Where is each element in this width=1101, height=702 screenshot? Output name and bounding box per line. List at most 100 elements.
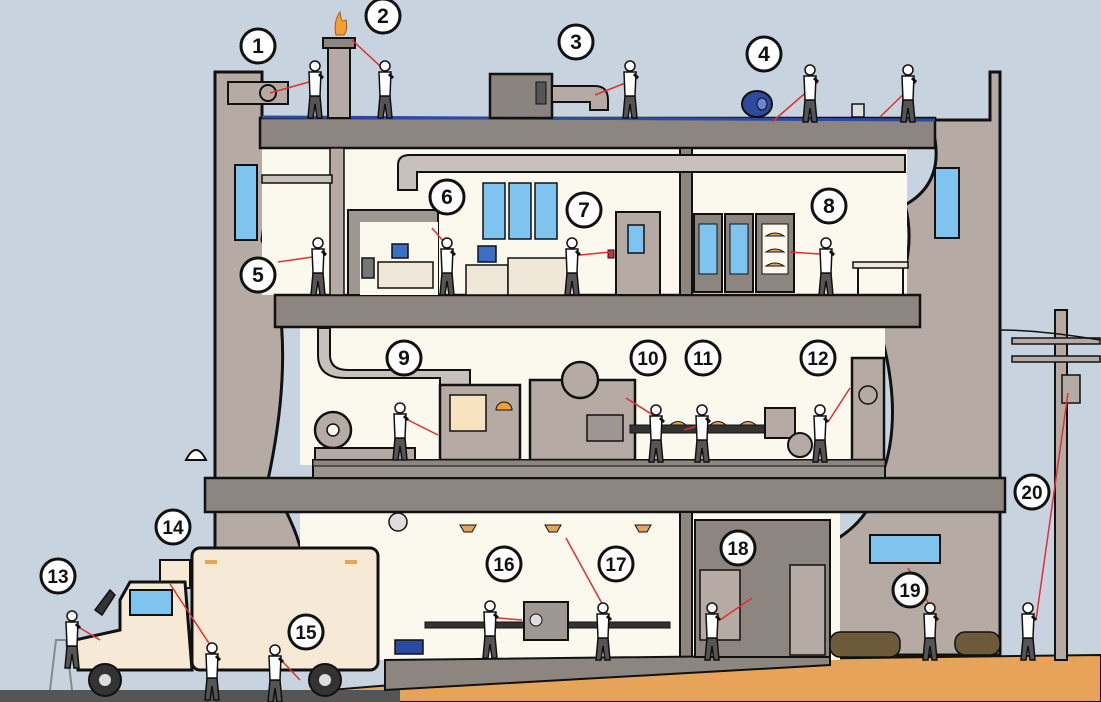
- callout-number: 7: [578, 199, 590, 222]
- person-legs: [648, 439, 664, 463]
- person-body: [803, 75, 817, 101]
- person-head: [309, 60, 321, 72]
- wall-fan: [388, 512, 408, 532]
- person-legs: [802, 99, 818, 123]
- person-body: [311, 248, 325, 274]
- laser-thermometer-beam: [79, 627, 101, 641]
- callout-number: 13: [47, 567, 68, 588]
- main-duct: [397, 154, 906, 191]
- inspector-person: [351, 39, 395, 119]
- person-legs: [595, 637, 611, 661]
- callout-circle: [239, 256, 277, 294]
- window-right: [934, 167, 960, 239]
- person-legs: [482, 635, 498, 659]
- packer-tension: [764, 407, 796, 439]
- callout-number: 6: [441, 186, 453, 209]
- person-body: [649, 415, 663, 441]
- callout-number: 10: [637, 349, 658, 370]
- callout-circle: [1013, 473, 1051, 511]
- freezer-room: [693, 213, 909, 295]
- basement-floor: [384, 653, 831, 692]
- freezer-food: [764, 232, 786, 267]
- chimney-cap: [322, 37, 356, 49]
- callout-marker-8: 8: [810, 187, 848, 225]
- person-legs: [310, 272, 326, 296]
- callout-marker-10: 10: [629, 339, 667, 377]
- lab-monitor: [477, 245, 497, 263]
- inspector-person: [64, 610, 101, 669]
- callout-marker-2: 2: [364, 0, 402, 35]
- inspector-person: [594, 60, 640, 119]
- person-body: [596, 613, 610, 639]
- callout-number: 4: [758, 43, 770, 66]
- callout-circle: [745, 35, 783, 73]
- callout-marker-5: 5: [239, 256, 277, 294]
- flame-icon: [334, 10, 348, 36]
- production-line: [312, 356, 886, 467]
- laser-thermometer-beam: [282, 661, 301, 681]
- callout-circle: [39, 557, 77, 595]
- chimney: [327, 44, 351, 119]
- callout-circle: [597, 545, 635, 583]
- boxes: [394, 639, 424, 655]
- vent-fan: [259, 84, 277, 102]
- person-legs: [812, 439, 828, 463]
- delivery-truck: [49, 546, 380, 697]
- person-legs: [392, 437, 408, 461]
- callout-number: 19: [899, 581, 920, 602]
- shrub-2: [954, 631, 1001, 656]
- person-arm: [492, 612, 500, 620]
- breaker-cabinet: [789, 564, 826, 656]
- person-arm: [704, 416, 712, 424]
- basement: [184, 449, 1001, 658]
- callout-number: 8: [823, 195, 835, 218]
- callout-circle: [629, 339, 667, 377]
- hvac-duct: [551, 85, 609, 111]
- callout-circle: [719, 529, 757, 567]
- person-head: [706, 602, 718, 614]
- person-body: [623, 71, 637, 97]
- office: [347, 209, 661, 296]
- callout-number: 18: [727, 539, 748, 560]
- laser-thermometer-beam: [719, 597, 753, 621]
- callout-marker-14: 14: [154, 508, 192, 546]
- office-chair: [361, 257, 375, 279]
- roof-equipment: [227, 10, 865, 120]
- person-head: [814, 404, 826, 416]
- callout-circle: [565, 191, 603, 229]
- utility-pole: [999, 309, 1101, 661]
- person-head: [441, 237, 453, 249]
- window-office-3: [534, 182, 558, 240]
- person-head: [269, 644, 281, 656]
- overhead-pipe: [261, 174, 333, 184]
- person-body: [483, 611, 497, 637]
- pole-transformer: [1061, 374, 1081, 404]
- person-head: [820, 237, 832, 249]
- inspectors: [64, 39, 1069, 702]
- conveyor-product: [668, 421, 758, 426]
- callout-marker-16: 16: [485, 545, 523, 583]
- person-arm: [812, 76, 820, 84]
- callout-number: 20: [1021, 483, 1042, 504]
- person-legs: [922, 637, 938, 661]
- person-body: [440, 248, 454, 274]
- person-arm: [658, 416, 666, 424]
- person-legs: [622, 95, 638, 119]
- ducts: [261, 147, 906, 386]
- person-head: [379, 60, 391, 72]
- motor-hub: [326, 423, 340, 437]
- person-legs: [204, 677, 220, 701]
- truck-box: [190, 546, 380, 672]
- open-hood: [93, 588, 116, 617]
- person-legs: [818, 272, 834, 296]
- callout-number: 9: [398, 347, 410, 370]
- person-arm: [277, 656, 285, 664]
- callout-number: 15: [295, 623, 317, 644]
- callout-number: 3: [570, 31, 582, 54]
- person-arm: [828, 249, 836, 257]
- truck-box-handle: [205, 560, 217, 564]
- person-arm: [822, 416, 830, 424]
- inspector-person: [683, 404, 712, 463]
- person-head: [66, 610, 78, 622]
